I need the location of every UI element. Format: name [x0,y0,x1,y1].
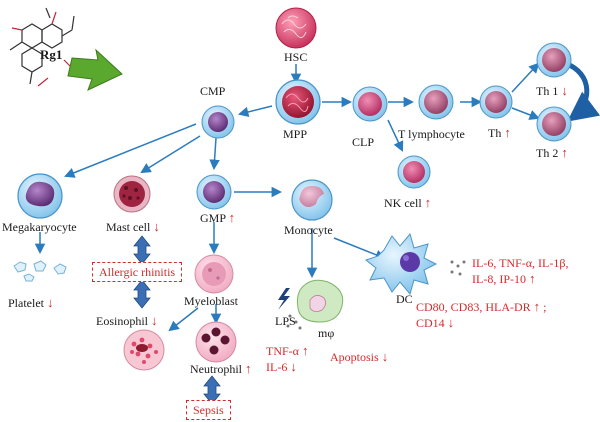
dc-markers-up-arrow: ↑ [533,299,541,314]
th1-down-arrow: ↓ [561,83,568,98]
macrophage-tnf-effect: TNF-α ↑ [266,343,309,359]
dc-cytokines-line2: IL-8, IP-10 ↑ [472,271,536,287]
macrophage-il6-effect: IL-6 ↓ [266,359,297,375]
eosinophil-label: Eosinophil ↓ [96,313,158,329]
th2-text: Th 2 [536,146,559,160]
gmp-up-arrow: ↑ [228,210,236,225]
neutrophil-label: Neutrophil ↑ [190,361,252,377]
allergic-rhinitis-box: Allergic rhinitis [92,262,183,282]
megakaryocyte-label: Megakaryocyte [2,220,77,234]
cytokine-dots [286,260,466,330]
nk-cell-label: NK cell ↑ [384,195,432,211]
th1-label: Th 1 ↓ [536,83,568,99]
eosinophil-cell-icon [123,329,165,371]
apoptosis-down-arrow: ↓ [381,349,389,364]
th-cell-icon [479,85,513,119]
rg1-action-arrow-icon [67,48,123,91]
dc-label: DC [396,292,413,306]
mast-cell-label: Mast cell ↓ [106,219,160,235]
th1-cell-icon [536,42,572,78]
t-lymphocyte-cell-icon [418,84,454,120]
monocyte-cell-icon [291,179,333,221]
neutrophil-text: Neutrophil [190,362,242,376]
myeloblast-label: Myeloblast [184,294,238,308]
platelet-label: Platelet ↓ [8,295,54,311]
nk-cell-text: NK cell [384,196,422,210]
lps-lightning-icon [278,288,290,310]
dc-markers-separator: ; [543,300,547,314]
gmp-label: GMP ↑ [200,210,236,226]
gmp-cell-icon [196,174,232,210]
dc-markers-line1-text: CD80, CD83, HLA-DR [416,300,531,314]
nk-cell-up-arrow: ↑ [424,195,432,210]
macrophage-label: mφ [318,326,335,340]
mast-cell-text: Mast cell [106,220,151,234]
neutrophil-cell-icon [195,321,237,363]
eosinophil-down-arrow: ↓ [151,313,158,328]
macrophage-tnf-text: TNF-α [266,344,299,358]
clp-label: CLP [352,135,375,149]
neutrophil-up-arrow: ↑ [245,361,252,376]
mast-cell-icon [113,175,151,213]
monocyte-label: Monocyte [284,223,333,237]
myeloblast-cell-icon [194,254,234,294]
dc-markers-line2-text: CD14 [416,316,445,330]
apoptosis-text: Apoptosis [330,350,379,364]
platelets-icon [13,260,67,282]
cmp-label: CMP [200,84,226,98]
macrophage-il6-down-arrow: ↓ [290,359,297,374]
lps-label: LPS [275,314,296,328]
dendritic-cell-icon [364,232,438,296]
macrophage-il6-text: IL-6 [266,360,288,374]
th1-text: Th 1 [536,84,559,98]
gmp-text: GMP [200,211,226,225]
dc-cytokines-line2-text: IL-8, IP-10 [472,272,526,286]
cmp-cell-icon [201,105,235,139]
th-text: Th [488,126,502,140]
lineage-arrows [34,62,540,332]
dc-markers-line1: CD80, CD83, HLA-DR ↑ ; [416,299,547,315]
th-label: Th ↑ [488,125,511,141]
sepsis-box: Sepsis [186,400,231,420]
platelet-down-arrow: ↓ [47,295,54,310]
hsc-cell-icon [275,7,317,49]
t-lymphocyte-label: T lymphocyte [398,127,465,141]
double-arrow-icon [133,235,221,405]
rg1-molecule-icon [9,7,75,87]
apoptosis-effect: Apoptosis ↓ [330,349,389,365]
mast-cell-down-arrow: ↓ [153,219,160,234]
th-up-arrow: ↑ [504,125,511,140]
th2-cell-icon [536,106,572,142]
hsc-label: HSC [284,50,308,64]
megakaryocyte-cell-icon [17,173,63,219]
dc-markers-down-arrow: ↓ [447,315,455,330]
rg1-label: Rg1 [40,47,63,62]
nk-cell-icon [397,155,431,189]
th2-label: Th 2 ↑ [536,145,568,161]
th2-up-arrow: ↑ [561,145,568,160]
macrophage-cell-icon [296,279,344,323]
macrophage-tnf-up-arrow: ↑ [301,343,309,358]
eosinophil-text: Eosinophil [96,314,149,328]
dc-cytokines-line1: IL-6, TNF-α, IL-1β, [472,256,569,270]
mpp-cell-icon [275,79,321,125]
dc-markers-line2: CD14 ↓ [416,315,455,331]
dc-cytokines-up-arrow: ↑ [529,271,536,286]
platelet-text: Platelet [8,296,44,310]
mpp-label: MPP [283,127,308,141]
clp-cell-icon [352,86,388,122]
